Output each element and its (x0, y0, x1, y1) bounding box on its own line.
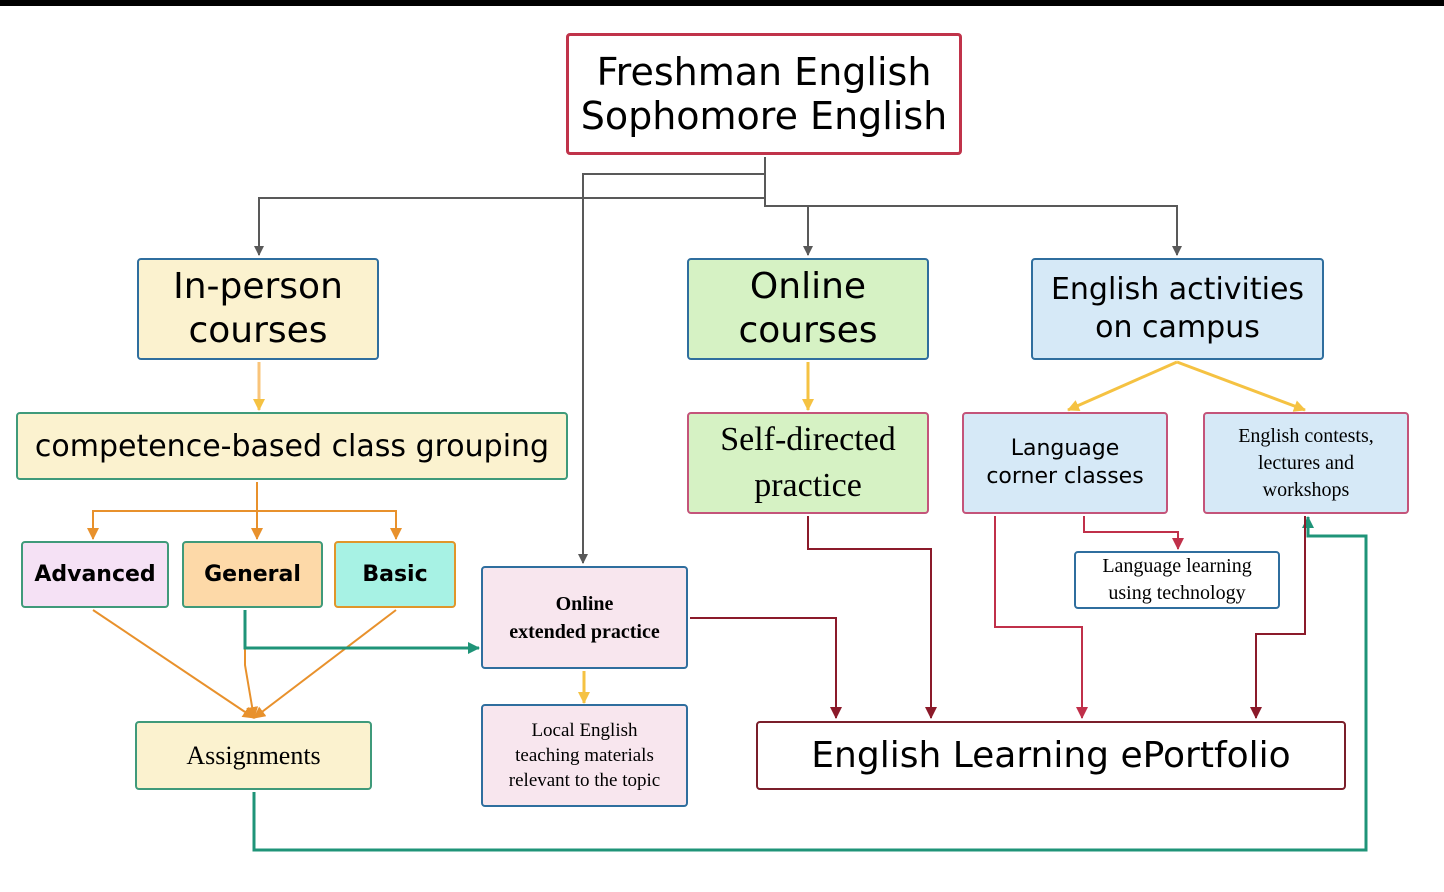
node-english-activities: English activities on campus (1031, 258, 1324, 360)
node-language-learning-technology: Language learning using technology (1074, 551, 1280, 609)
node-title: Freshman English Sophomore English (566, 33, 962, 155)
link-contests-eport (1250, 516, 1306, 719)
link-onlineext-eport (690, 617, 842, 719)
link-langcorner-eport (994, 516, 1088, 719)
link-title-inperson (254, 157, 766, 256)
link-basic-assign (253, 609, 397, 719)
node-online-extended-practice: Online extended practice (481, 566, 688, 669)
link-activities-contests (1176, 360, 1306, 412)
node-assignments: Assignments (135, 721, 372, 790)
node-contests-lectures: English contests, lectures and workshops (1203, 412, 1409, 514)
link-activities-langcorner (1067, 360, 1178, 412)
link-grouping-advanced (87, 482, 258, 540)
node-self-directed-practice: Self-directed practice (687, 412, 929, 514)
node-inperson-courses: In-person courses (137, 258, 379, 360)
node-basic: Basic (334, 541, 456, 608)
node-class-grouping: competence-based class grouping (16, 412, 568, 480)
link-langcorner-langtech (1083, 516, 1184, 550)
link-title-online (764, 198, 813, 256)
link-title-onlineext (578, 173, 765, 564)
diagram-canvas: Freshman English Sophomore English In-pe… (0, 6, 1444, 892)
node-language-corner: Language corner classes (962, 412, 1168, 514)
link-grouping-basic (257, 510, 402, 540)
node-advanced: Advanced (21, 541, 169, 608)
node-eportfolio: English Learning ePortfolio (756, 721, 1346, 790)
link-general-onlineext (243, 610, 480, 654)
link-title-activities (808, 205, 1182, 256)
node-general: General (182, 541, 323, 608)
node-local-teaching-materials: Local English teaching materials relevan… (481, 704, 688, 807)
link-selfdir-eport (807, 516, 937, 719)
link-assign-contests (252, 516, 1368, 852)
node-online-courses: Online courses (687, 258, 929, 360)
link-advanced-assign (92, 609, 255, 719)
connector-layer (87, 157, 1368, 852)
